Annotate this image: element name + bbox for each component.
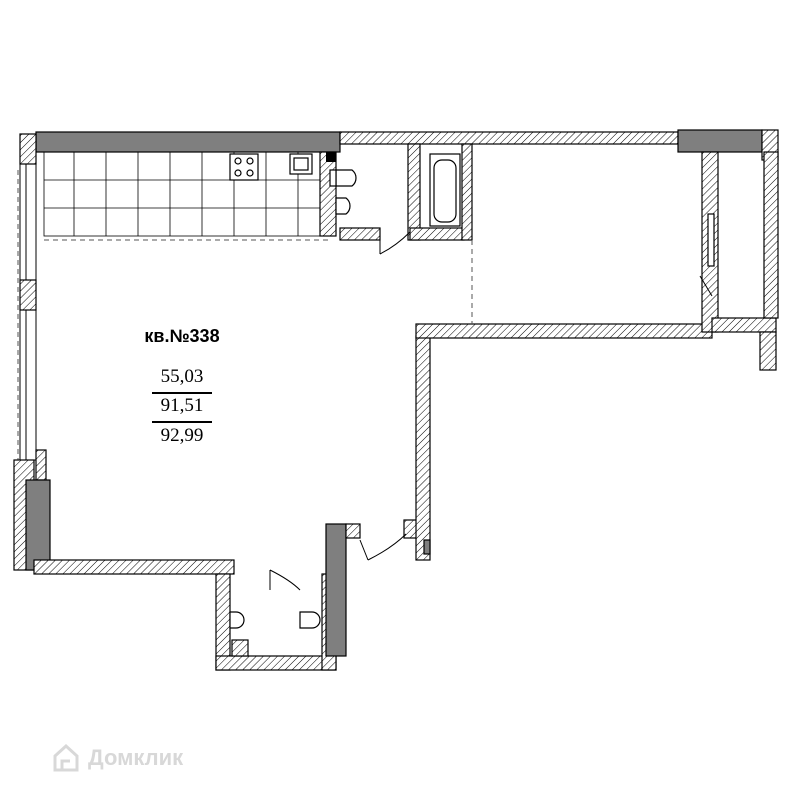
- bathtub-icon: [429, 153, 461, 227]
- toilet-icon: [329, 169, 357, 187]
- washbasin-icon: [335, 197, 351, 215]
- exterior-walls: [13, 129, 779, 671]
- kitchen-sink-icon: [289, 153, 313, 175]
- apartment-number: кв.№338: [144, 326, 220, 346]
- utility-riser-icon: [319, 151, 337, 237]
- wc-door: [269, 569, 301, 591]
- area-total-with-balcony: 92,99: [160, 425, 204, 446]
- house-logo-icon: [53, 743, 79, 772]
- entrance-door: [359, 533, 407, 561]
- wc-sink-icon: [229, 611, 245, 629]
- stove-icon: [229, 153, 259, 181]
- balcony-door: [699, 213, 715, 297]
- watermark-text: Домклик: [88, 745, 184, 770]
- kitchen-tile-grid: [43, 151, 330, 241]
- area-total: 91,51: [160, 395, 204, 416]
- wc-toilet-icon: [299, 611, 321, 629]
- watermark: Домклик: [52, 740, 183, 776]
- area-living: 55,03: [160, 366, 204, 387]
- wc-riser-icon: [231, 639, 249, 657]
- bathroom-door: [379, 231, 411, 255]
- area-underline: [152, 392, 212, 394]
- area-underline: [152, 421, 212, 423]
